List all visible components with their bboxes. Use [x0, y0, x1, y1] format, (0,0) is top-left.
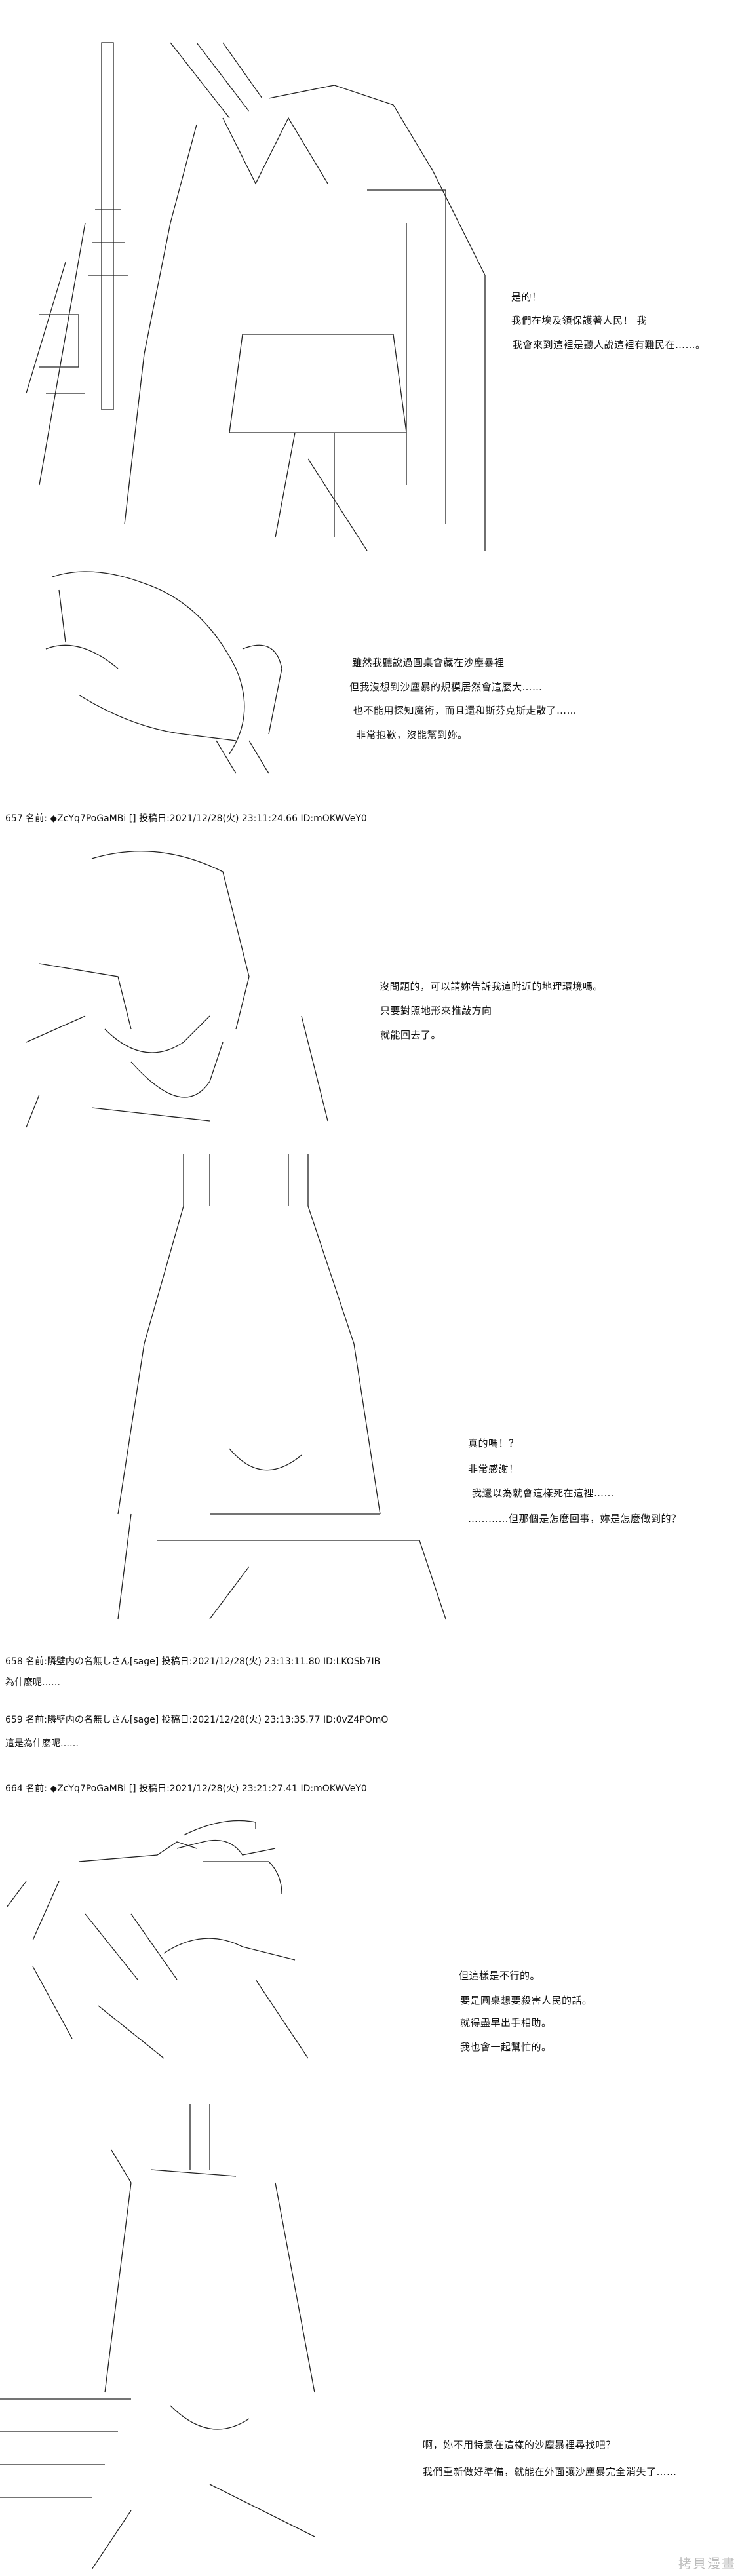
dialog-line: 真的嗎！？ — [468, 1437, 519, 1449]
dialog-line: 就能回去了。 — [380, 1029, 442, 1041]
dialog-line: 要是圓桌想要殺害人民的話。 — [460, 1995, 593, 2006]
ascii-art-girl-seated — [13, 846, 380, 1134]
dialog-line: 非常感謝！ — [468, 1463, 519, 1475]
dialog-line: 就得盡早出手相助。 — [460, 2017, 552, 2029]
dialog-line: 雖然我聽說過圓桌會藏在沙塵暴裡 — [352, 657, 505, 669]
post-header-664: 664 名前: ◆ZcYq7PoGaMBi [] 投稿日:2021/12/28(… — [5, 1784, 367, 1794]
post-body-659: 這是為什麼呢…… — [5, 1738, 79, 1749]
dialog-line: 但這樣是不行的。 — [459, 1970, 541, 1981]
dialog-line: 是的！ — [511, 291, 542, 303]
dialog-line: 我們重新做好準備，就能在外面讓沙塵暴完全消失了…… — [423, 2466, 677, 2478]
dialog-line: …………但那個是怎麼回事，妳是怎麼做到的？ — [468, 1513, 682, 1525]
dialog-line: 但我沒想到沙塵暴的規模居然會這麼大…… — [349, 681, 543, 693]
post-header-658: 658 名前:隣壁内の名無しさん[sage] 投稿日:2021/12/28(火)… — [5, 1656, 381, 1667]
post-header-659: 659 名前:隣壁内の名無しさん[sage] 投稿日:2021/12/28(火)… — [5, 1715, 389, 1725]
ascii-art-girl-bottom — [0, 2091, 367, 2576]
post-header-657: 657 名前: ◆ZcYq7PoGaMBi [] 投稿日:2021/12/28(… — [5, 813, 367, 824]
ascii-art-knight — [26, 26, 734, 583]
dialog-line: 我也會一起幫忙的。 — [460, 2041, 552, 2053]
dialog-line: 啊，妳不用特意在這樣的沙塵暴裡尋找吧？ — [423, 2439, 616, 2451]
dialog-line: 我會來到這裡是聽人說這裡有難民在……。 — [513, 339, 706, 351]
dialog-line: 我還以為就會這樣死在這裡…… — [472, 1487, 615, 1499]
dialog-line: 非常抱歉，沒能幫到妳。 — [356, 729, 468, 741]
dialog-line: 只要對照地形來推敲方向 — [380, 1005, 492, 1017]
dialog-line: 我們在埃及領保護著人民！ 我 — [511, 315, 647, 326]
ascii-art-girl-standing — [13, 1147, 485, 1632]
watermark: 拷貝漫畫 — [678, 2556, 736, 2571]
dialog-line: 沒問題的，可以請妳告訴我這附近的地理環境嗎。 — [380, 981, 604, 992]
ascii-art-girl-pointing — [7, 1809, 347, 2071]
post-body-658: 為什麼呢…… — [5, 1677, 60, 1688]
dialog-line: 也不能用探知魔術，而且還和斯芬克斯走散了…… — [353, 705, 577, 716]
ascii-art-creature — [39, 564, 302, 787]
